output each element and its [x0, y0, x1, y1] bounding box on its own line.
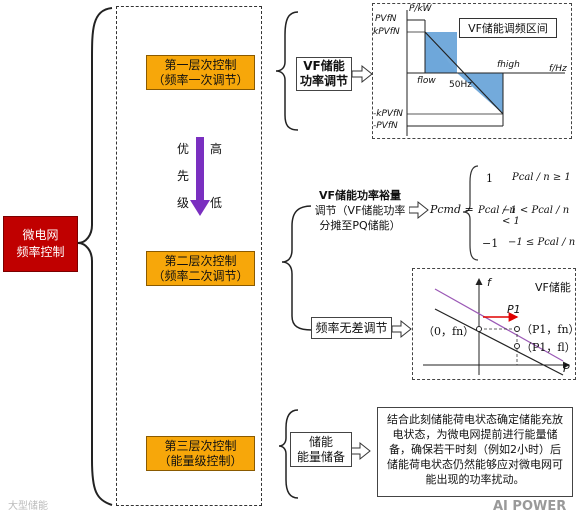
main-brace — [77, 7, 113, 506]
l1-shade-upper-tri — [425, 32, 457, 73]
l2-box1-line3: 分摊至PQ储能） — [319, 218, 401, 232]
priority-low: 低 — [210, 196, 223, 210]
l2-p1-label: P1 — [507, 303, 521, 316]
l1-y-neg2: -PVfN — [373, 121, 398, 131]
formula-c3-cond: −1 ≤ Pcal / n — [508, 237, 576, 248]
root-line2: 频率控制 — [16, 245, 65, 259]
formula-c1-val: 1 — [486, 172, 493, 185]
l2-pt-lower: （P1，fl） — [521, 341, 576, 354]
level-3-line2: （能量级控制） — [158, 453, 243, 468]
l1-vf-box: VF储能 功率调节 — [296, 57, 352, 91]
l1-shade-lower — [457, 73, 503, 114]
l2-arrow — [408, 200, 429, 220]
priority-arrow-head — [190, 200, 210, 216]
l2-graph-title: VF储能 — [535, 281, 571, 294]
level-2-box: 第二层次控制 （频率二次调节） — [146, 251, 255, 286]
l1-graph-frame: VF储能调频区间 P/kW f/Hz PVfN kPVfN -kPVfN -PV… — [372, 3, 572, 139]
l1-f-low: flow — [417, 76, 436, 86]
level-1-line2: （频率一次调节） — [152, 72, 249, 87]
l3-storage-box: 储能 能量储备 — [290, 432, 352, 467]
watermark-left: 大型储能 — [8, 501, 48, 512]
l2-pt-origin: （0，fn） — [423, 325, 475, 338]
level-1-box: 第一层次控制 （频率一次调节） — [146, 55, 255, 90]
priority-high: 高 — [210, 142, 223, 156]
root-box: 微电网 频率控制 — [3, 216, 78, 272]
l1-box-line1: VF储能 — [303, 59, 345, 73]
level-3-line1: 第三层次控制 — [164, 438, 237, 453]
l1-box-line2: 功率调节 — [299, 74, 348, 88]
l3-box-line1: 储能 — [308, 434, 333, 449]
level-2-line1: 第二层次控制 — [164, 253, 237, 268]
l1-y-pos1: PVfN — [375, 14, 397, 24]
formula-brace — [462, 165, 479, 261]
l2-freq-box: 频率无差调节 — [311, 317, 392, 339]
l1-y-pos2: kPVfN — [373, 27, 400, 37]
formula-c2-val: Pcal / n — [478, 205, 516, 216]
l2-box2-label: 频率无差调节 — [315, 320, 388, 335]
l2-box1-line1: VF储能功率裕量 — [318, 188, 402, 202]
l3-brace — [278, 409, 299, 499]
l1-brace — [275, 11, 299, 131]
l1-arrow — [351, 64, 373, 84]
l2-margin-box: VF储能功率裕量 调节（VF储能功率 分摊至PQ储能） — [311, 185, 409, 235]
formula-lhs: Pcmd = — [430, 203, 474, 216]
l1-shade-upper — [425, 32, 457, 73]
formula-c2-cond: −1 < Pcal / n < 1 — [502, 205, 570, 227]
l2-box1-line2: 调节（VF储能功率 — [314, 203, 406, 217]
priority-char-2: 先 — [177, 169, 190, 183]
l3-arrow — [350, 441, 371, 461]
l1-ylabel: P/kW — [409, 4, 432, 14]
l2-graph — [423, 278, 570, 376]
l1-f-high: fhigh — [497, 60, 520, 70]
l2-ylabel: f — [487, 276, 491, 289]
l1-f-mid: 50Hz — [449, 80, 472, 90]
l3-description: 结合此刻储能荷电状态确定储能充放电状态，为微电网提前进行能量储备，确保若干时刻（… — [377, 407, 573, 497]
l3-box-line2: 能量储备 — [296, 449, 345, 464]
l1-graph-title: VF储能调频区间 — [459, 18, 557, 38]
l2-graph-frame: VF储能 f P P1 （0，fn） （P1，fn） （P1，fl） — [412, 268, 579, 380]
l1-graph — [406, 10, 565, 136]
l2b-arrow — [391, 319, 412, 339]
root-line1: 微电网 — [22, 228, 59, 242]
priority-char-3: 级 — [177, 196, 190, 210]
l2-xlabel: P — [563, 362, 570, 375]
priority-char-1: 优 — [177, 142, 190, 156]
l2-brace — [281, 205, 313, 331]
levels-frame — [116, 6, 262, 506]
formula-c3-val: −1 — [482, 237, 499, 250]
l1-xlabel: f/Hz — [549, 64, 567, 74]
level-1-line1: 第一层次控制 — [164, 57, 237, 72]
formula-c1-cond: Pcal / n ≥ 1 — [512, 172, 571, 183]
level-2-line2: （频率二次调节） — [152, 268, 249, 283]
l2-pt-upper: （P1，fn） — [521, 323, 579, 336]
level-3-box: 第三层次控制 （能量级控制） — [146, 436, 255, 471]
l1-y-neg1: -kPVfN — [373, 109, 403, 119]
watermark-right: AI POWER — [493, 499, 567, 514]
priority-arrow-shaft — [196, 137, 204, 203]
